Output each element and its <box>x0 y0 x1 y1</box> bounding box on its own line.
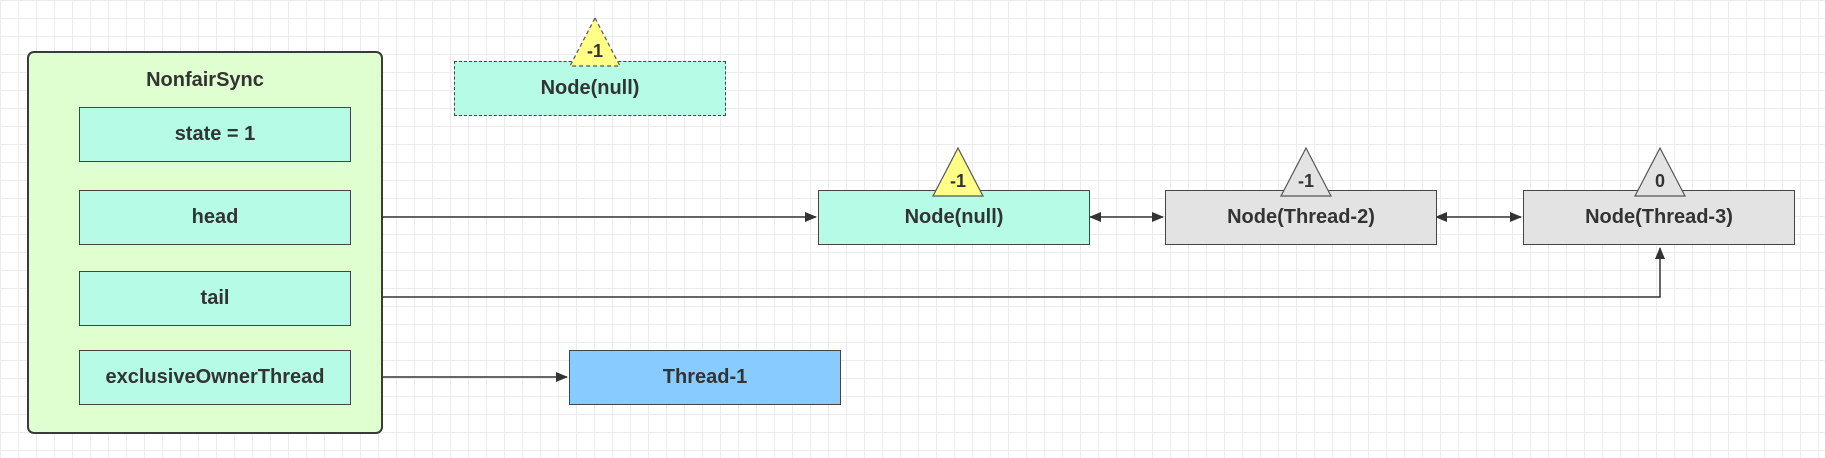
nonfairsync-title: NonfairSync <box>146 69 264 91</box>
detached-node-wait-status: -1 <box>586 41 603 61</box>
triangle-icon <box>569 17 621 67</box>
detached-node-null: Node(null) <box>454 61 726 116</box>
triangle-icon <box>932 147 984 197</box>
thread-1-box: Thread-1 <box>569 350 841 405</box>
exclusive-owner-thread-field: exclusiveOwnerThread <box>79 350 351 405</box>
head-field: head <box>79 190 351 245</box>
triangle-icon <box>1634 147 1686 197</box>
queue-node-thread-2-wait-status-badge: -1 <box>1279 147 1333 197</box>
queue-node-thread-3-wait-status-badge: 0 <box>1633 147 1687 197</box>
queue-node-thread-3-wait-status: 0 <box>1654 171 1665 191</box>
triangle-icon <box>1280 147 1332 197</box>
queue-node-thread-3: Node(Thread-3) <box>1523 190 1795 245</box>
queue-node-null-wait-status: -1 <box>949 171 966 191</box>
queue-node-null: Node(null) <box>818 190 1090 245</box>
tail-field: tail <box>79 271 351 326</box>
queue-node-thread-2-wait-status: -1 <box>1297 171 1314 191</box>
detached-node-wait-status-badge: -1 <box>568 17 622 67</box>
queue-node-null-wait-status-badge: -1 <box>931 147 985 197</box>
queue-node-thread-2: Node(Thread-2) <box>1165 190 1437 245</box>
tail-to-thread3-arrow <box>351 247 1665 302</box>
state-field: state = 1 <box>79 107 351 162</box>
